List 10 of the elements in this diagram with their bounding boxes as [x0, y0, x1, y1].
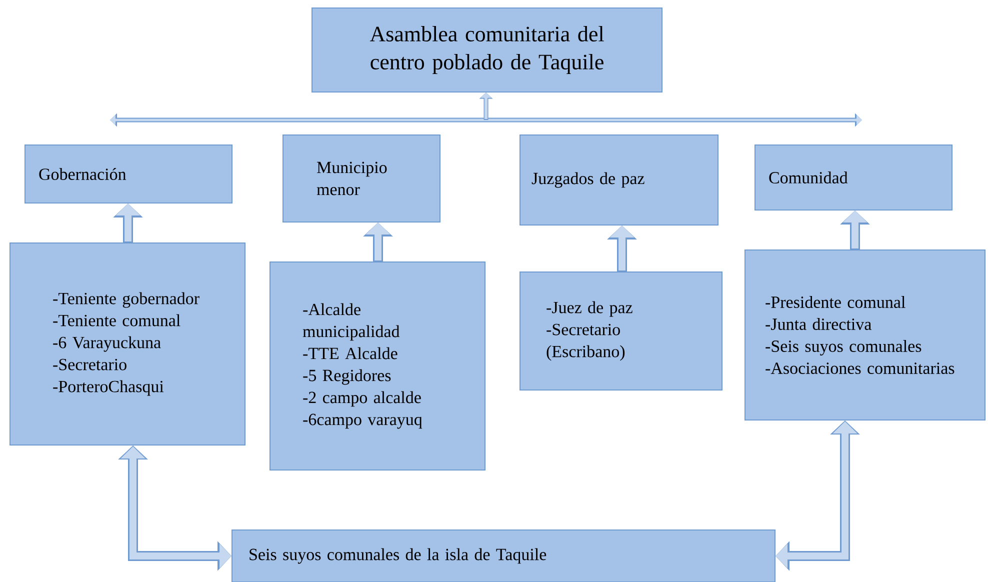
header-box: Gobernación [24, 144, 232, 204]
header-box: Juzgados de paz [520, 134, 718, 226]
title-box: Asamblea comunitaria del centro poblado de Taquile [312, 8, 662, 92]
list-box: -Juez de paz -Secretario (Escribano) [520, 272, 722, 390]
list-box: -Alcalde municipalidad -TTE Alcalde -5 Regidores -2 campo alcalde -6campo varayuq [270, 262, 486, 470]
list-box: -Presidente comunal -Junta directiva -Seis suyos comunales -Asociaciones comunitarias [744, 250, 986, 420]
header-box: Municipio menor [282, 134, 440, 222]
base-box: Seis suyos comunales de la isla de Taquile [232, 530, 776, 582]
list-box: -Teniente gobernador -Teniente comunal -6 Varayuckuna -Secretario -PorteroChasqui [10, 242, 246, 446]
header-box: Comunidad [754, 144, 952, 210]
